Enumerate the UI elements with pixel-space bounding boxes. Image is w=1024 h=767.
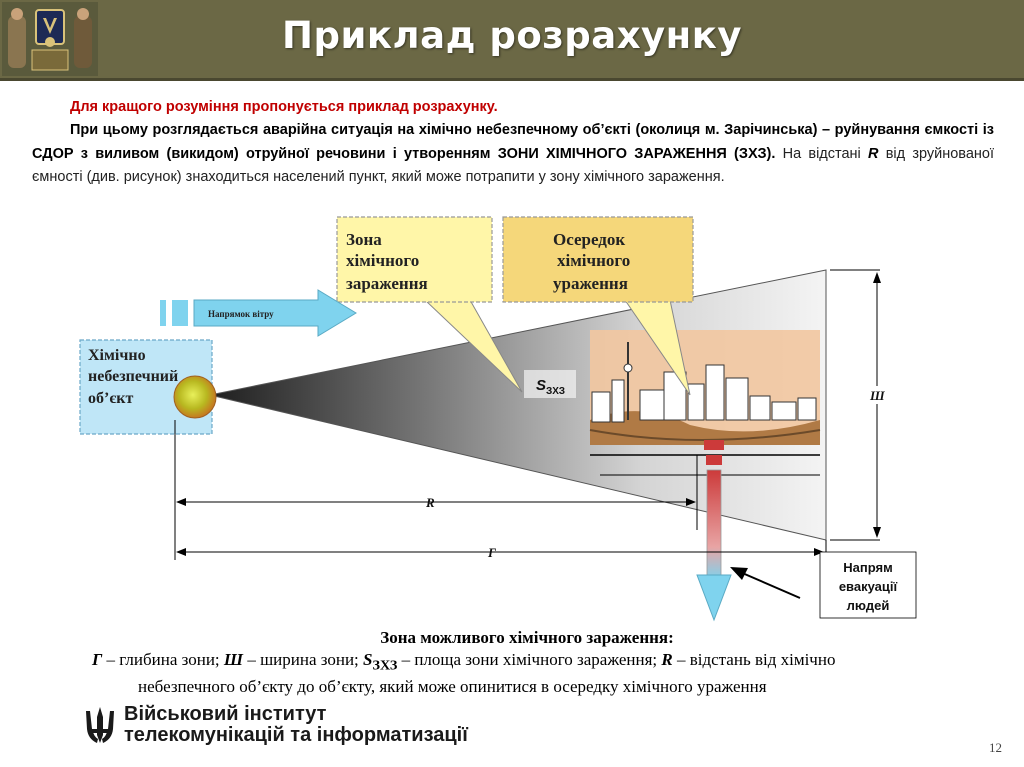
svg-text:об’єкт: об’єкт <box>88 390 133 407</box>
callout-focus-box: Осередок хімічного ураження <box>503 217 693 302</box>
area-label: S ЗХЗ <box>524 370 576 398</box>
institute-name: Військовий інститут телекомунікацій та і… <box>124 704 468 746</box>
callout-focus-line2: хімічного <box>557 251 630 270</box>
svg-text:небезпечний: небезпечний <box>88 368 178 385</box>
dimension-w-label: Ш <box>869 388 885 403</box>
trident-icon <box>84 705 116 745</box>
hazard-source-icon <box>174 376 216 418</box>
svg-text:S: S <box>536 377 546 394</box>
caption-heading: Зона можливого хімічного зараження: <box>0 627 1024 649</box>
callout-zone-line1: Зона <box>346 230 382 249</box>
dimension-r-label: R <box>425 495 435 510</box>
callout-focus-line1: Осередок <box>553 230 625 249</box>
svg-text:Напрям: Напрям <box>843 560 892 575</box>
wind-direction-arrow: Напрямок вітру <box>160 290 356 336</box>
caption-line2: Г – глибина зони; Ш – ширина зони; SЗХЗ … <box>0 649 1024 676</box>
callout-zone-line3: зараження <box>346 274 428 293</box>
svg-text:Хімічно: Хімічно <box>88 347 146 364</box>
hazardous-object: Хімічно небезпечний об’єкт <box>80 340 216 434</box>
svg-text:ЗХЗ: ЗХЗ <box>546 386 565 397</box>
callout-zone-line2: хімічного <box>346 251 419 270</box>
svg-text:людей: людей <box>847 598 890 613</box>
callout-zone-box: Зона хімічного зараження <box>337 217 492 302</box>
wind-direction-label: Напрямок вітру <box>208 309 274 319</box>
callout-focus-line3: ураження <box>553 274 628 293</box>
page-number: 12 <box>989 740 1002 756</box>
evacuation-label: Напрям евакуації людей <box>820 552 916 618</box>
dimension-g-label: Г <box>487 545 496 560</box>
dimension-g: Г <box>176 540 826 560</box>
dimension-w: Ш <box>830 270 885 540</box>
figure-caption: Зона можливого хімічного зараження: Г – … <box>0 627 1024 698</box>
svg-text:евакуації: евакуації <box>839 579 898 594</box>
caption-line3: небезпечного об’єкту до об’єкту, який мо… <box>0 676 1024 698</box>
